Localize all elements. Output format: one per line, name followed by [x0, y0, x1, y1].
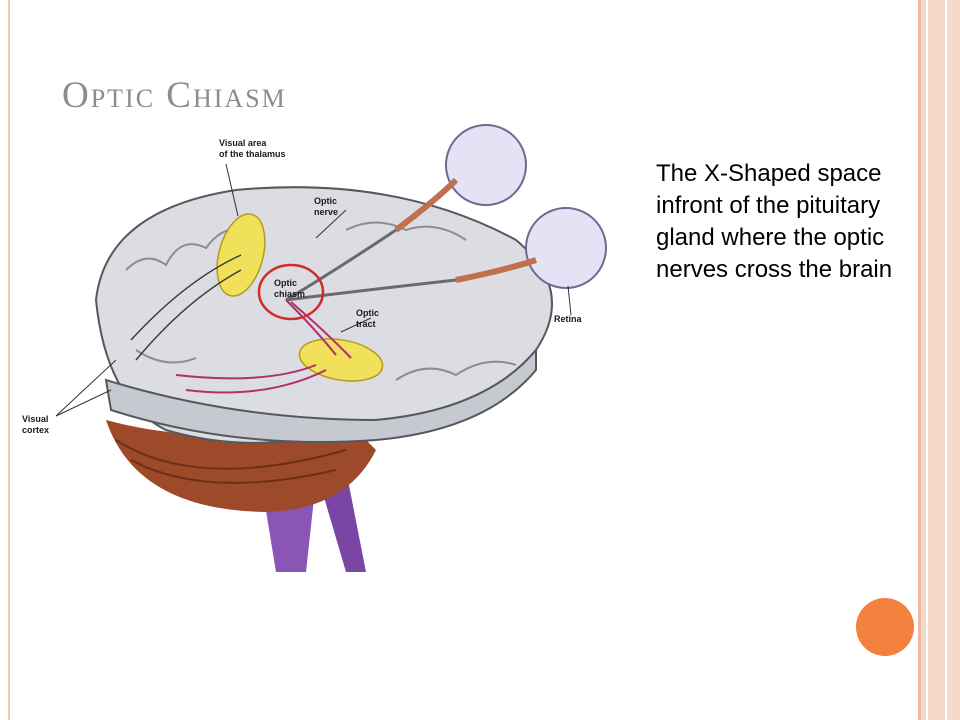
slide-body-text: The X-Shaped space infront of the pituit…: [656, 160, 893, 283]
label-retina: Retina: [554, 314, 583, 324]
label-visual-cortex-line2: cortex: [22, 425, 49, 435]
label-optic-nerve-line2: nerve: [314, 207, 338, 217]
label-visual-cortex: Visual: [22, 414, 48, 424]
label-visual-area: Visual area: [219, 138, 267, 148]
label-optic-chiasm: Optic: [274, 278, 297, 288]
label-optic-tract-line2: tract: [356, 319, 376, 329]
label-optic-nerve: Optic: [314, 196, 337, 206]
right-frame-line: [926, 0, 928, 720]
right-frame-band: [918, 0, 960, 720]
label-visual-area-line2: of the thalamus: [219, 149, 286, 159]
right-frame-line: [918, 0, 921, 720]
label-optic-tract: Optic: [356, 308, 379, 318]
label-optic-chiasm-line2: chiasm: [274, 289, 305, 299]
right-frame-line: [945, 0, 947, 720]
slide-title: Optic Chiasm: [62, 75, 287, 116]
accent-dot: [856, 598, 914, 656]
left-frame-line: [8, 0, 10, 720]
optic-chiasm-diagram: Visual area of the thalamus Optic nerve …: [16, 120, 616, 572]
